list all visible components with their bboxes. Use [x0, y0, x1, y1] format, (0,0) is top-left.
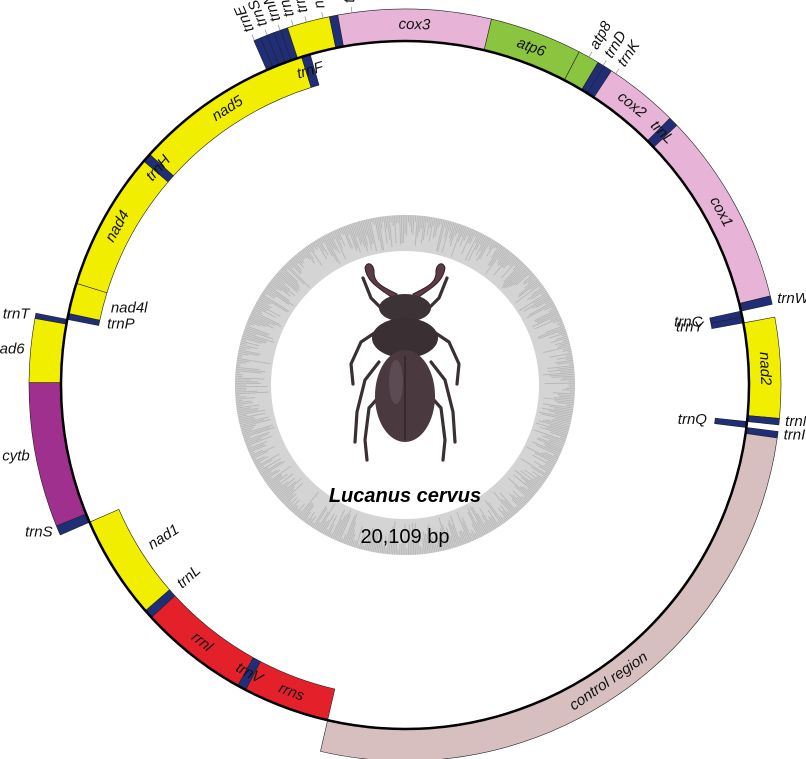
- label-cytb: cytb: [2, 448, 30, 465]
- leader-atp8: [589, 52, 592, 57]
- label-trni: trnI: [784, 426, 806, 443]
- leader-trns: [265, 30, 267, 36]
- leader-nad3: [322, 12, 323, 18]
- label-trng: trnG: [338, 0, 359, 4]
- leader-trnk: [616, 69, 619, 74]
- label-trnc: trnC: [674, 313, 703, 330]
- label-trnl: trnL: [174, 562, 205, 592]
- label-trnw: trnW: [777, 290, 806, 307]
- leader-trna: [305, 16, 307, 22]
- label-nad2: nad2: [756, 352, 775, 387]
- leader-trnr: [291, 20, 293, 26]
- leader-trnn: [278, 25, 280, 31]
- leader-trnd: [603, 60, 606, 65]
- label-trnt: trnT: [3, 306, 32, 323]
- gene-control-region: [320, 433, 777, 759]
- leader-trng: [351, 7, 352, 13]
- label-trns: trnS: [25, 523, 53, 540]
- label-trnp: trnP: [107, 315, 135, 332]
- label-nad1: nad1: [145, 521, 182, 553]
- label-cox3: cox3: [398, 16, 431, 34]
- label-nad4l: nad4l: [111, 299, 148, 316]
- organism-name: Lucanus cervus: [329, 485, 481, 507]
- gene-cox1: [654, 125, 771, 303]
- gene-trnq: [715, 418, 747, 427]
- genome-size: 20,109 bp: [361, 526, 450, 548]
- gene-nad1: [90, 509, 170, 610]
- leader-trne: [252, 35, 254, 40]
- gene-cytb: [29, 382, 86, 525]
- label-trnq: trnQ: [678, 411, 708, 428]
- stag-beetle-image: [351, 264, 459, 460]
- label-nad6: nad6: [0, 341, 25, 358]
